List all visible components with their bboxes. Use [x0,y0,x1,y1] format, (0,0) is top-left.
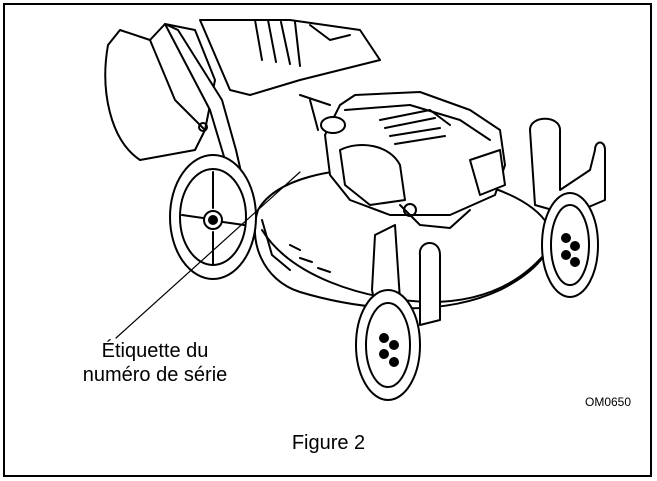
figure-code: OM0650 [585,395,632,409]
engine [299,91,506,229]
leader-line [115,171,301,339]
callout-line-1: Étiquette du [101,340,209,362]
callout-line-2: numéro de série [82,364,228,386]
front-swivel-wheel [355,224,441,401]
rear-wheel [169,154,257,280]
figure-caption: Figure 2 [291,432,366,454]
serial-number-label-callout: Étiquette du numéro de série [60,339,250,387]
grass-bag [104,23,216,161]
right-swivel-wheel [529,117,606,298]
